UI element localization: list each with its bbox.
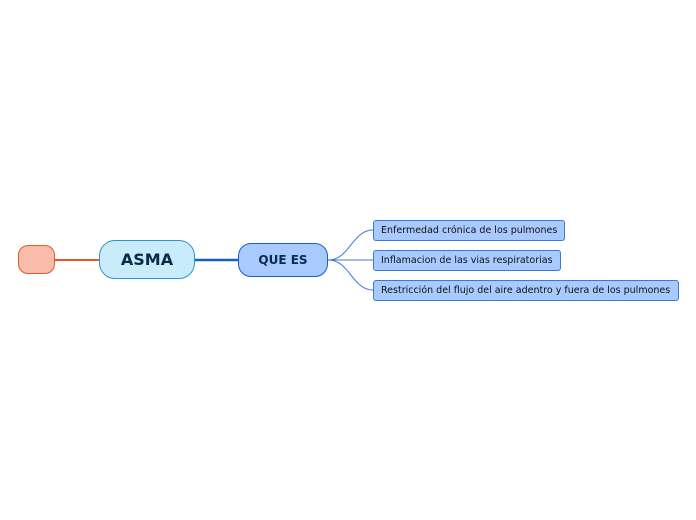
connector-branch-to-leaf-3 [327,259,374,291]
central-topic-label: ASMA [120,250,174,269]
subtopic-node[interactable]: Enfermedad crónica de los pulmones [373,220,565,241]
subtopic-node[interactable]: Restricción del flujo del aire adentro y… [373,280,679,301]
subtopic-node[interactable]: Inflamacion de las vias respiratorias [373,250,561,271]
subtopic-label: Enfermedad crónica de los pulmones [381,225,558,236]
floating-topic-node[interactable] [18,245,55,274]
connector-branch-to-leaf-1 [327,229,374,261]
central-topic-node[interactable]: ASMA [99,240,195,279]
subtopic-label: Restricción del flujo del aire adentro y… [381,285,671,296]
main-topic-label: QUE ES [258,253,308,267]
main-topic-node[interactable]: QUE ES [238,243,328,277]
subtopic-label: Inflamacion de las vias respiratorias [381,255,553,266]
